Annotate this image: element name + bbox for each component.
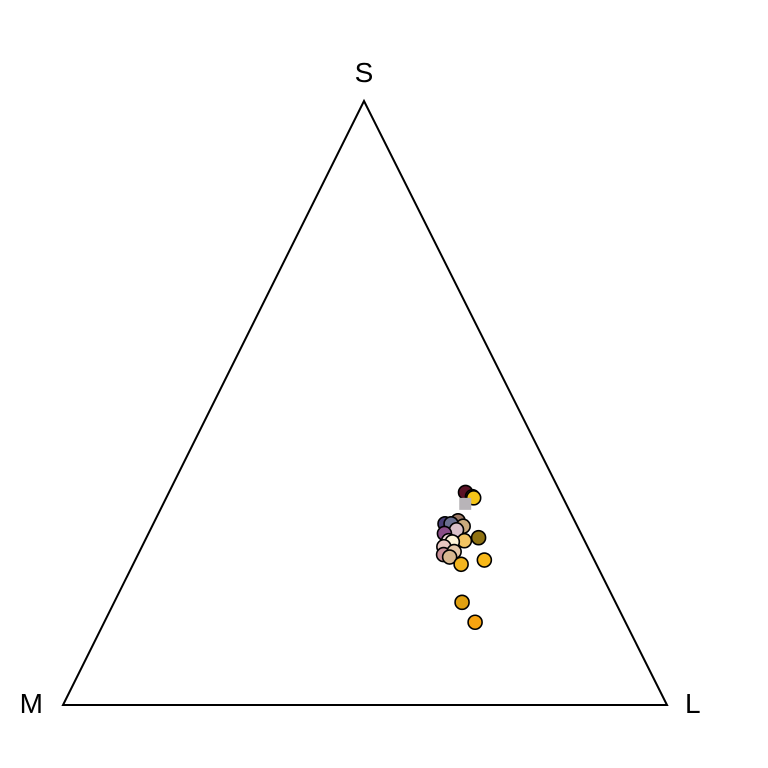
data-point-21	[454, 594, 470, 611]
data-point-22	[467, 614, 483, 631]
data-point-18	[441, 549, 458, 565]
data-points	[435, 484, 493, 631]
data-point-19	[453, 556, 469, 573]
ternary-frame	[61, 98, 669, 706]
data-point-20	[476, 552, 493, 568]
vertex-label-s: S	[355, 57, 374, 88]
vertex-label-m: M	[20, 688, 43, 719]
vertex-label-l: L	[685, 688, 701, 719]
data-point-4	[459, 497, 472, 510]
data-point-11	[470, 529, 487, 546]
